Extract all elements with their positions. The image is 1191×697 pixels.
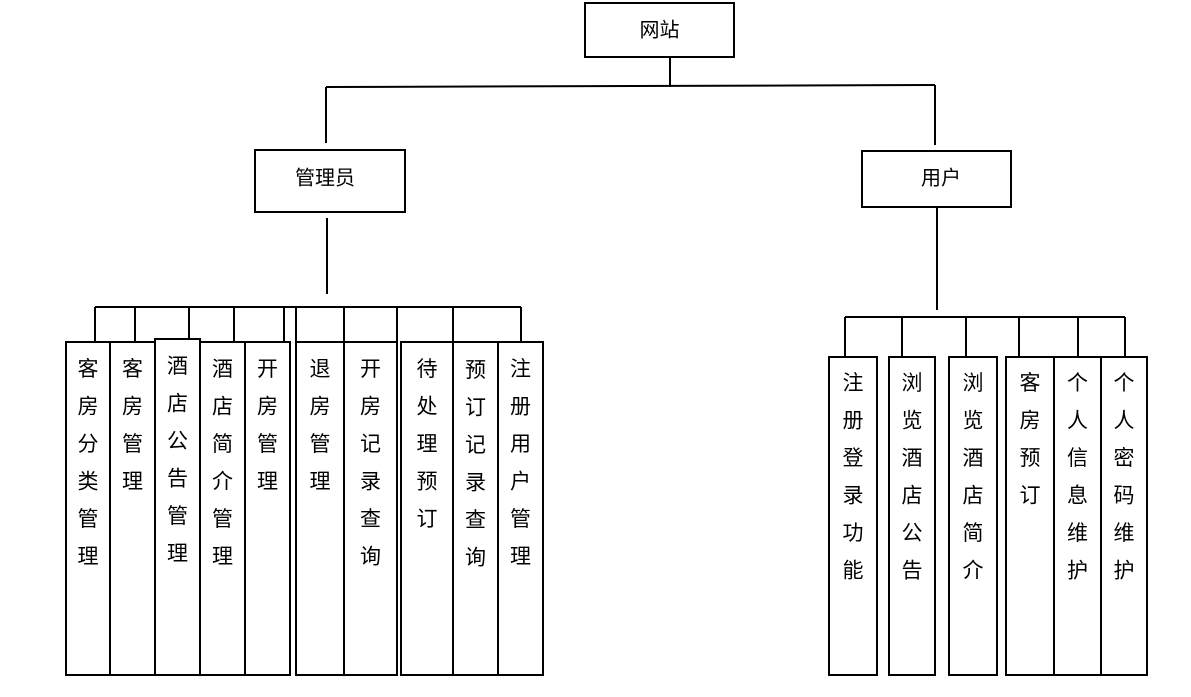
leaf-node: 客房分类管理 [65,307,111,676]
leaf-label: 浏览酒店简介 [963,371,984,583]
leaf-box [828,356,878,676]
leaf-node: 浏览酒店简介 [948,317,998,676]
leaf-box [295,341,345,676]
leaf-node: 预订记录查询 [452,307,499,676]
admin-function-list: 客房分类管理 客房管理 酒店公告管理 酒店简介管理 开房管理 退房管理 开房记录查询 待处理预… [65,307,544,676]
user-function-list: 注册登录功能 浏览酒店公告 浏览酒店简介 客房预订 个人信息维护 个人密码维护 [828,317,1148,676]
leaf-node: 浏览酒店公告 [888,317,936,676]
root-label: 网站 [640,18,680,42]
leaf-box [948,356,998,676]
leaf-label: 待处理预订 [417,357,438,531]
leaf-label: 退房管理 [310,357,331,494]
leaf-box [343,341,398,676]
leaf-node: 个人密码维护 [1100,317,1148,676]
leaf-box [888,356,936,676]
leaf-label: 客房分类管理 [78,357,99,569]
root-node: 网站 [584,2,735,58]
leaf-node: 个人信息维护 [1053,317,1102,676]
leaf-box [65,341,111,676]
leaf-node: 注册用户管理 [497,307,544,676]
leaf-label: 预订记录查询 [465,358,486,570]
leaf-node: 客房管理 [109,307,156,676]
leaf-node: 开房记录查询 [343,307,398,676]
leaf-box [244,341,291,676]
leaf-box [199,341,246,676]
leaf-label: 开房记录查询 [360,357,381,569]
leaf-box [497,341,544,676]
leaf-node: 开房管理 [244,307,291,676]
leaf-box [1100,356,1148,676]
leaf-label: 个人信息维护 [1067,371,1088,583]
leaf-label: 注册用户管理 [510,357,531,569]
leaf-box [109,341,156,676]
leaf-box [154,338,201,676]
leaf-node: 注册登录功能 [828,317,878,676]
leaf-label: 注册登录功能 [843,371,864,583]
user-node: 用户 [861,150,1012,208]
leaf-label: 客房预订 [1020,371,1041,508]
leaf-node: 酒店简介管理 [199,307,246,676]
leaf-node: 待处理预订 [396,307,454,676]
user-label: 用户 [921,166,961,190]
leaf-node: 退房管理 [295,307,345,676]
leaf-box [400,341,454,676]
admin-node: 管理员 [254,149,406,213]
leaf-node: 酒店公告管理 [154,307,201,676]
leaf-box [1005,356,1055,676]
leaf-label: 个人密码维护 [1114,371,1135,583]
leaf-label: 浏览酒店公告 [902,371,923,583]
leaf-box [1053,356,1102,676]
leaf-label: 开房管理 [257,357,278,494]
leaf-label: 客房管理 [122,357,143,494]
leaf-label: 酒店简介管理 [212,357,233,569]
leaf-label: 酒店公告管理 [167,354,188,566]
leaf-node: 客房预订 [1005,317,1055,676]
admin-label: 管理员 [295,166,355,190]
